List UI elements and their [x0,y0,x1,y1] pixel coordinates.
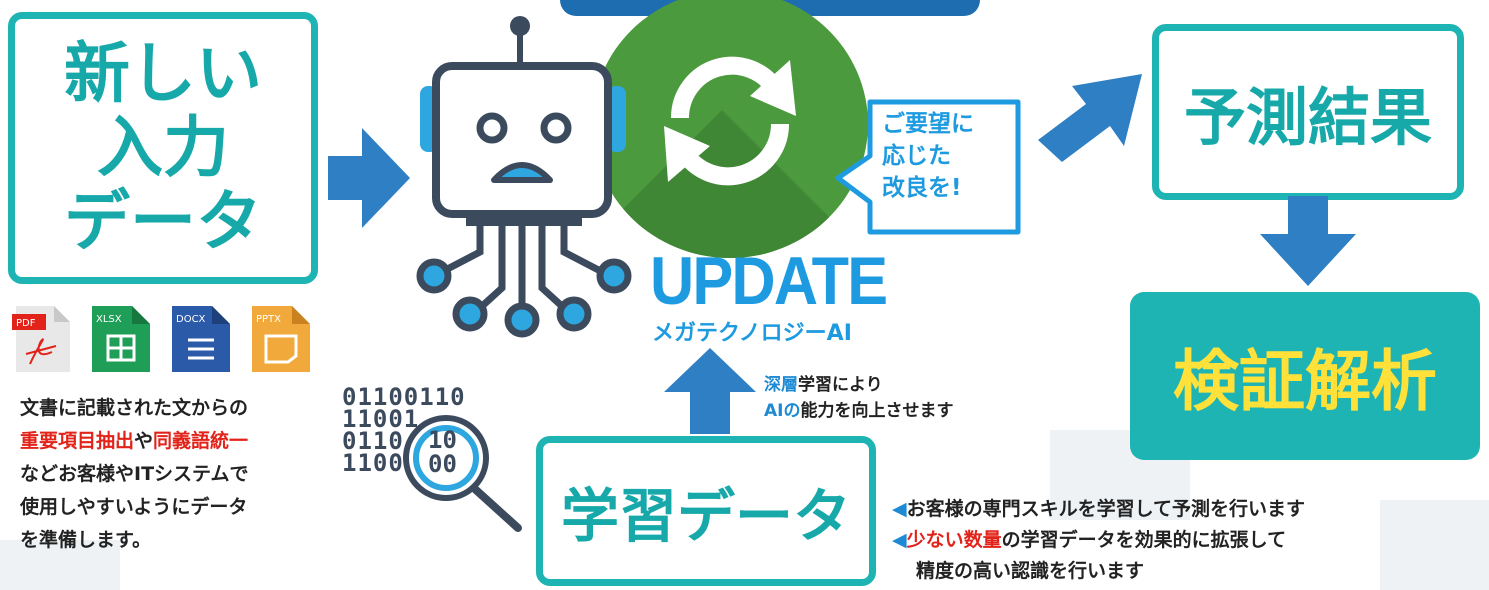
highlight-text: 深層 [764,375,798,395]
triangle-bullet-icon: ◀ [892,498,907,520]
arrow-up-right-icon [1038,74,1142,162]
bubble-line: 応じた [882,143,951,169]
note-text: の学習データを効果的に拡張して [1001,529,1287,551]
arrow-down-icon [1260,196,1356,286]
refresh-icon [664,56,796,186]
speech-bubble-text: ご要望に 応じた 改良を! [882,108,974,204]
deep-learning-text-part: 力を向上させます [817,401,954,421]
caption-line: などお客様やITシステムで [20,463,249,485]
deep-learning-text-part: 能 [800,401,818,421]
bubble-line: 改良を! [882,175,962,201]
training-data-box: 学習データ [536,436,876,586]
highlight-text: 同義語統一 [153,430,249,452]
highlight-text: 重要項目抽出 [20,430,135,452]
prediction-result-box: 予測結果 [1152,24,1464,200]
update-title: UPDATE [650,243,888,319]
input-data-line: 入力 [97,109,229,186]
svg-text:XLSX: XLSX [96,314,122,325]
caption-text: や [134,430,154,452]
deep-learning-line: 深層学習により [764,372,953,398]
caption-line: 重要項目抽出や同義語統一 [20,425,320,458]
magnifier-line: 00 [428,450,457,478]
svg-text:DOCX: DOCX [176,314,206,325]
svg-text:PDF: PDF [16,318,36,329]
arrow-up-icon [664,348,756,434]
magnifier-icon [403,415,522,532]
docx-file-icon: DOCX [172,306,230,372]
background-decoration [1380,500,1489,590]
input-data-line: 新しい [64,35,262,112]
speech-bubble-icon [835,99,1021,235]
binary-line: 11001 [342,405,420,433]
deep-learning-line: AIの能力を向上させます [764,398,953,424]
note-line: ◀少ない数量の学習データを効果的に拡張して [892,525,1305,556]
update-circle [592,0,868,258]
document-caption: 文書に記載された文からの 重要項目抽出や同義語統一 などお客様やITシステムで … [20,392,320,557]
arrow-right-icon [328,128,410,228]
feature-notes: ◀お客様の専門スキルを学習して予測を行います ◀少ない数量の学習データを効果的に… [892,494,1305,587]
pptx-file-icon: PPTX [252,306,310,372]
highlight-text: AIの [764,401,801,421]
note-text: お客様の専門スキルを学習して予測を行います [906,498,1306,520]
svg-text:PPTX: PPTX [256,314,281,325]
verification-box: 検証解析 [1130,292,1480,460]
caption-line: を準備します。 [20,529,152,551]
triangle-bullet-icon: ◀ [892,529,907,551]
deep-learning-text: 深層学習により AIの能力を向上させます [764,372,953,424]
highlight-text: 少ない数量 [906,529,1002,551]
input-data-line: データ [64,183,262,260]
xlsx-file-icon: XLSX [92,306,150,372]
binary-line: 01100110 [342,383,466,411]
caption-line: 文書に記載された文からの [20,397,249,419]
binary-line: 0110 [342,427,404,455]
binary-digits: 01100110 11001 0110 1100 [342,383,466,477]
verification-label: 検証解析 [1173,343,1437,420]
note-line: 精度の高い認識を行います [892,556,1305,587]
prediction-result-label: 予測結果 [1183,81,1432,154]
deep-learning-text-part: 学習により [798,375,883,395]
pdf-file-icon: PDF [12,306,70,372]
binary-line: 1100 [342,449,404,477]
background-decoration [0,540,120,590]
magnifier-digits: 10 00 [428,428,457,476]
training-data-label: 学習データ [560,482,851,550]
robot-icon [416,16,632,338]
bubble-line: ご要望に [882,111,974,137]
note-line: ◀お客様の専門スキルを学習して予測を行います [892,494,1305,525]
update-subtitle: メガテクノロジーAI [652,321,852,346]
note-text: 精度の高い認識を行います [916,560,1145,582]
input-data-box: 新しい 入力 データ [8,12,318,284]
caption-line: 使用しやすいようにデータ [20,496,248,518]
magnifier-line: 10 [428,426,457,454]
